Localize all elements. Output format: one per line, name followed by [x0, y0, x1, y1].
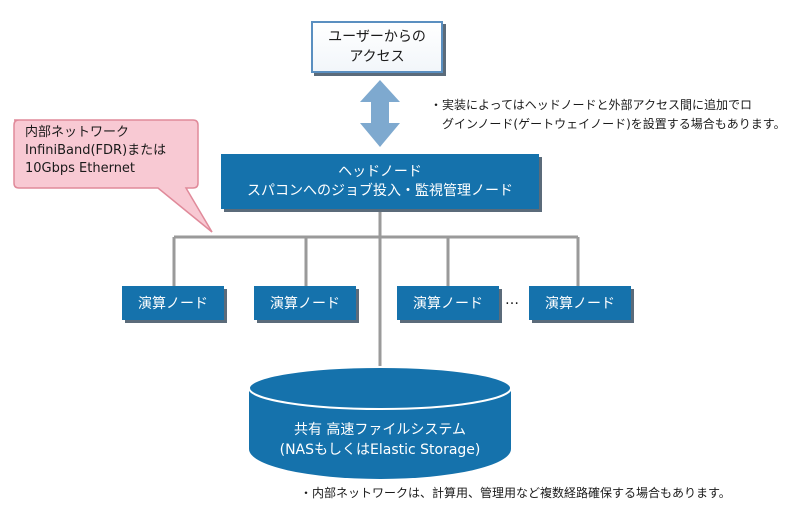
login-note-line-2: グインノード(ゲートウェイノード)を設置する場合もあります。 [442, 117, 786, 131]
login-note-line-1: ・実装によってはヘッドノードと外部アクセス間に追加でロ [430, 98, 752, 112]
compute-node-label: 演算ノード [270, 296, 340, 312]
compute-node-label: 演算ノード [138, 296, 208, 312]
compute-node-1: 演算ノード [122, 286, 224, 320]
callout-line-2: InfiniBand(FDR)または [25, 143, 167, 158]
compute-node-label: 演算ノード [545, 296, 615, 312]
callout-line-3: 10Gbps Ethernet [25, 161, 136, 176]
callout-bubble [13, 119, 213, 233]
compute-node-4: 演算ノード [529, 286, 631, 320]
callout-line-1: 内部ネットワーク [25, 125, 130, 140]
connector-lines [172, 210, 580, 370]
internal-network-note: ・内部ネットワークは、計算用、管理用など複数経路確保する場合もあります。 [300, 486, 731, 500]
ellipsis: … [505, 292, 519, 308]
head-node-subtitle: スパコンへのジョブ投入・監視管理ノード [247, 182, 513, 199]
access-line-1: ユーザーからの [328, 29, 426, 45]
double-arrow-icon [360, 80, 400, 147]
storage-cylinder [248, 366, 512, 479]
compute-node-3: 演算ノード [397, 286, 499, 320]
head-node-title: ヘッドノード [338, 163, 422, 180]
storage-label: 共有 高速ファイルシステム (NASもしくはElastic Storage) [250, 420, 510, 460]
head-node-box: ヘッドノード スパコンへのジョブ投入・監視管理ノード [221, 154, 539, 209]
user-access-box: ユーザーからの アクセス [311, 21, 443, 73]
internal-network-callout: 内部ネットワーク InfiniBand(FDR)または 10Gbps Ether… [25, 124, 166, 178]
compute-node-2: 演算ノード [254, 286, 356, 320]
storage-subtitle: (NASもしくはElastic Storage) [279, 442, 481, 458]
storage-title: 共有 高速ファイルシステム [293, 422, 467, 438]
compute-node-label: 演算ノード [413, 296, 483, 312]
access-line-2: アクセス [349, 49, 405, 65]
login-node-note: ・実装によってはヘッドノードと外部アクセス間に追加でロ グインノード(ゲートウェ… [430, 96, 786, 134]
